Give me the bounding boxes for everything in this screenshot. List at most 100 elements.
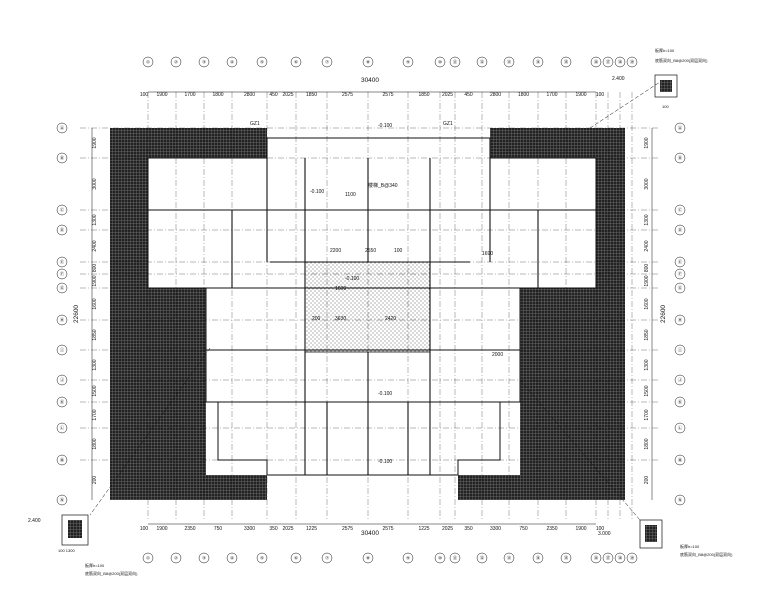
dimension-left: 1800 — [92, 438, 98, 449]
axis-bubble-left: Ⓜ — [56, 454, 68, 466]
svg-text:Ⓚ: Ⓚ — [678, 399, 683, 406]
dimension-bottom: 350 — [464, 526, 473, 532]
dimension-right: 1800 — [644, 438, 650, 449]
dim-1600: 1600 — [335, 286, 346, 292]
dimension-left: 3000 — [92, 178, 98, 189]
svg-text:①: ① — [146, 556, 151, 561]
svg-text:⑯: ⑯ — [594, 59, 599, 66]
svg-text:⑰: ⑰ — [606, 59, 611, 66]
detail-tr-note: 板厚h=100 — [655, 47, 675, 53]
dimension-bottom: 3300 — [490, 526, 501, 532]
axis-bubble-top: ⑲ — [626, 56, 638, 68]
dimension-top: 100 — [596, 92, 605, 98]
dimension-bottom: 750 — [519, 526, 528, 532]
detail-br-elevation: 3.000 — [598, 531, 611, 537]
axis-bubble-bottom: ⑲ — [626, 552, 638, 564]
svg-text:⑰: ⑰ — [606, 555, 611, 562]
dimension-left: 1300 — [92, 214, 98, 225]
dimension-left: 1900 — [92, 137, 98, 148]
detail-bottom-right: 3.000 板厚h=100 底筋双向_B8@200(双层双向) — [519, 379, 733, 557]
dimension-bottom: 2025 — [282, 526, 293, 532]
axis-bubble-right: Ⓜ — [674, 454, 686, 466]
elevation-mid: -0.100 — [310, 189, 324, 195]
dimension-right: 1600 — [644, 298, 650, 309]
svg-text:⑫: ⑫ — [480, 59, 485, 66]
dimension-left: 800 — [92, 264, 98, 273]
axis-bubble-bottom: ② — [170, 552, 182, 564]
axis-bubble-top: ⑧ — [362, 56, 374, 68]
axis-bubble-right: Ⓑ — [674, 152, 686, 164]
dimension-bottom: 1225 — [306, 526, 317, 532]
axis-bubble-left: Ⓛ — [56, 422, 68, 434]
axis-bubble-bottom: ⑤ — [256, 552, 268, 564]
axis-bubble-top: ⑬ — [503, 56, 515, 68]
dimension-bottom: 2025 — [442, 526, 453, 532]
dimension-top: 1700 — [546, 92, 557, 98]
stair-core — [304, 261, 431, 353]
detail-top-right: 2.400 板厚h=100 底筋双向_B8@200(双层双向) 100 — [589, 47, 708, 129]
svg-text:⑩: ⑩ — [438, 556, 443, 561]
svg-text:Ⓗ: Ⓗ — [678, 317, 683, 324]
svg-text:Ⓛ: Ⓛ — [60, 425, 65, 432]
elevation-bottom: -0.100 — [378, 459, 392, 465]
svg-text:Ⓝ: Ⓝ — [678, 497, 683, 504]
dimension-bottom: 100 — [596, 526, 605, 532]
axis-bubble-right: Ⓘ — [674, 344, 686, 356]
dimension-top: 2025 — [442, 92, 453, 98]
axis-bubble-bottom: ⑧ — [362, 552, 374, 564]
slab-thickness-label: 1100 — [345, 192, 356, 198]
axis-bubble-bottom: ⑨ — [402, 552, 414, 564]
svg-text:⑬: ⑬ — [507, 59, 512, 66]
svg-text:Ⓕ: Ⓕ — [678, 271, 683, 278]
dimension-bottom: 2350 — [546, 526, 557, 532]
axis-bubble-left: Ⓝ — [56, 494, 68, 506]
svg-text:Ⓓ: Ⓓ — [678, 227, 683, 234]
axis-bubble-left: Ⓑ — [56, 152, 68, 164]
axis-bubble-left: Ⓔ — [56, 256, 68, 268]
dimension-top: 2025 — [282, 92, 293, 98]
dimension-left: 1600 — [92, 298, 98, 309]
hatch-top-left-strip — [110, 128, 148, 158]
detail-bl-note: 板厚h=100 — [85, 562, 105, 568]
svg-text:⑩: ⑩ — [438, 60, 443, 65]
dimension-right: 800 — [644, 264, 650, 273]
svg-text:⑯: ⑯ — [594, 555, 599, 562]
axis-bubble-bottom: ③ — [198, 552, 210, 564]
dimension-bottom: 2350 — [184, 526, 195, 532]
dimension-top: 1850 — [306, 92, 317, 98]
axis-bubble-right: Ⓗ — [674, 314, 686, 326]
axis-bubble-left: Ⓖ — [56, 282, 68, 294]
dimension-bottom: 1900 — [156, 526, 167, 532]
svg-text:③: ③ — [202, 60, 207, 65]
dimension-right: 1900 — [644, 137, 650, 148]
axis-bubble-left: Ⓗ — [56, 314, 68, 326]
overall-dim-top: 30400 — [361, 77, 379, 84]
axis-bubble-bottom: ⑭ — [532, 552, 544, 564]
detail-br-rebar: 底筋双向_B8@200(双层双向) — [680, 551, 733, 557]
axis-bubble-top: ⑩ — [434, 56, 446, 68]
dimension-right: 2400 — [644, 240, 650, 251]
interior-walls — [148, 138, 596, 475]
svg-text:Ⓚ: Ⓚ — [60, 399, 65, 406]
axis-bubble-top: ⑮ — [560, 56, 572, 68]
dimension-bottom: 3300 — [244, 526, 255, 532]
svg-text:Ⓕ: Ⓕ — [60, 271, 65, 278]
axis-bubble-left: Ⓘ — [56, 344, 68, 356]
axis-bubble-bottom: ⑫ — [476, 552, 488, 564]
axis-bubble-left: Ⓕ — [56, 268, 68, 280]
svg-text:Ⓔ: Ⓔ — [60, 259, 65, 266]
svg-text:Ⓜ: Ⓜ — [678, 457, 683, 464]
svg-text:Ⓐ: Ⓐ — [678, 125, 683, 132]
dimension-left: 1900 — [92, 275, 98, 286]
dimension-bottom: 2575 — [342, 526, 353, 532]
axis-bubble-right: Ⓕ — [674, 268, 686, 280]
axis-bubble-right: Ⓝ — [674, 494, 686, 506]
dimension-right: 200 — [644, 476, 650, 485]
dimension-bottom: 1900 — [575, 526, 586, 532]
hatch-right — [458, 128, 625, 500]
axis-bubble-left: Ⓓ — [56, 224, 68, 236]
overall-dim-bottom: 30400 — [361, 530, 379, 537]
dimension-top: 1900 — [156, 92, 167, 98]
axis-bubble-bottom: ⑥ — [290, 552, 302, 564]
